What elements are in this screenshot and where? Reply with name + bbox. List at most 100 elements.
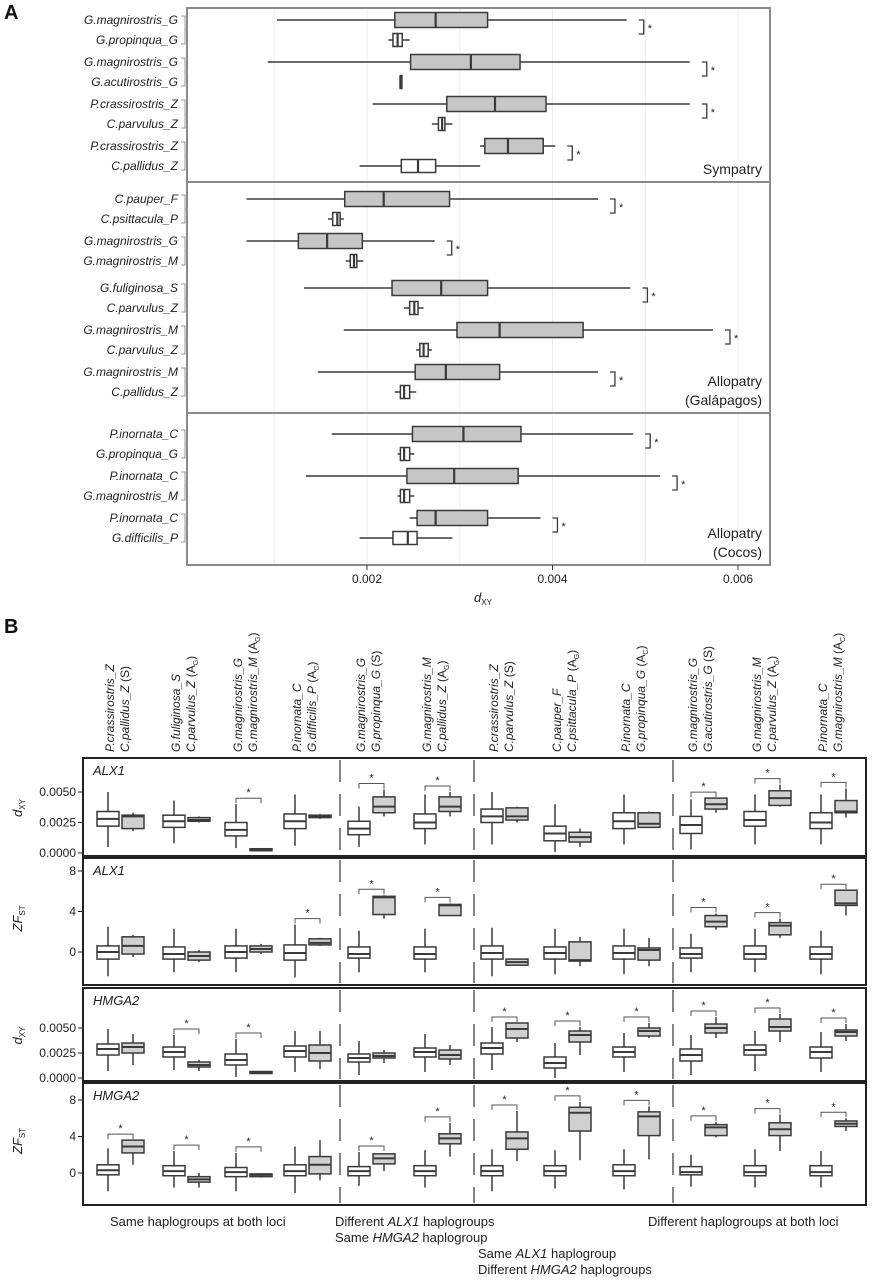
column-label-line2: G.magnirostris_M (AC) bbox=[831, 633, 847, 752]
significance-bracket bbox=[701, 61, 708, 77]
significance-bracket bbox=[235, 1032, 262, 1038]
significance-star: * bbox=[711, 65, 716, 77]
significance-bracket bbox=[554, 1095, 581, 1101]
panel-a-letter: A bbox=[4, 2, 19, 24]
significance-star: * bbox=[734, 333, 739, 345]
significance-bracket bbox=[358, 1145, 385, 1152]
x-tick-label: 0.006 bbox=[723, 572, 753, 586]
group-label-segment: HMGA2 bbox=[373, 1230, 420, 1245]
column-label-line1: G.magnirostris_G bbox=[686, 658, 700, 752]
group-label-segment: Different bbox=[335, 1214, 388, 1229]
column-label-line2: G.difficilis_P (AC) bbox=[305, 662, 321, 752]
group-label-segment: HMGA2 bbox=[531, 1262, 578, 1277]
significance-star: * bbox=[765, 902, 770, 914]
significance-bracket bbox=[690, 1010, 717, 1016]
pair-label-bottom: C.pallidus_Z bbox=[111, 385, 178, 399]
significance-bracket bbox=[491, 1104, 518, 1110]
background-box-box bbox=[743, 945, 767, 960]
gene-label: HMGA2 bbox=[93, 1088, 140, 1103]
y-tick-label: 0.0050 bbox=[39, 1021, 76, 1035]
pair-label-top: G.magnirostris_M bbox=[83, 365, 178, 379]
locus-box-box bbox=[505, 1022, 529, 1039]
background-box-box bbox=[679, 947, 703, 959]
y-axis-label: dXY bbox=[10, 1026, 27, 1045]
significance-star: * bbox=[701, 1000, 706, 1012]
section-label: (Galápagos) bbox=[685, 392, 762, 408]
column-label-line2: C.pallidus_Z (AG) bbox=[435, 661, 451, 753]
gene-label: ALX1 bbox=[92, 863, 125, 878]
significance-star: * bbox=[765, 997, 770, 1009]
group-label: Different HMGA2 haplogroups bbox=[478, 1262, 652, 1277]
significance-star: * bbox=[435, 1106, 440, 1118]
significance-bracket bbox=[235, 797, 262, 804]
pair-label-top: G.magnirostris_M bbox=[83, 323, 178, 337]
pair-bracket bbox=[181, 236, 188, 266]
y-tick-label: 0 bbox=[69, 945, 76, 959]
pair-label-bottom: G.magnirostris_M bbox=[83, 254, 178, 268]
pair-label-bottom: C.parvulus_Z bbox=[107, 301, 179, 315]
significance-star: * bbox=[369, 773, 374, 785]
group-label-segment: Same bbox=[478, 1246, 516, 1261]
group-label-segment: Different haplogroups at both loci bbox=[648, 1214, 839, 1229]
box-top-box bbox=[297, 232, 364, 250]
group-label: Different haplogroups at both loci bbox=[648, 1214, 839, 1229]
group-label-segment: haplogroups bbox=[577, 1262, 653, 1277]
significance-bracket bbox=[173, 1028, 200, 1034]
gene-label: ALX1 bbox=[92, 763, 125, 778]
significance-star: * bbox=[184, 1134, 189, 1146]
y-tick-label: 8 bbox=[69, 864, 76, 878]
box-top-box bbox=[414, 363, 501, 381]
box-bottom-box bbox=[392, 530, 418, 546]
pair-label-top: P.inornata_C bbox=[110, 469, 179, 483]
significance-bracket bbox=[235, 1146, 262, 1152]
pair-bracket bbox=[181, 57, 188, 87]
pair-label-top: C.pauper_F bbox=[115, 192, 179, 206]
gene-label: HMGA2 bbox=[93, 993, 140, 1008]
significance-star: * bbox=[701, 1105, 706, 1117]
significance-star: * bbox=[701, 781, 706, 793]
locus-box-box bbox=[505, 807, 529, 821]
background-box-box bbox=[809, 811, 833, 830]
significance-star: * bbox=[502, 1094, 507, 1106]
y-tick-label: 0.0000 bbox=[39, 1071, 76, 1085]
locus-box-box bbox=[505, 1131, 529, 1151]
pair-label-top: G.fuliginosa_S bbox=[100, 281, 178, 295]
locus-box-box bbox=[438, 903, 462, 917]
significance-bracket bbox=[609, 198, 616, 214]
pair-bracket bbox=[181, 513, 188, 543]
box-top-box bbox=[394, 11, 489, 29]
locus-box-box bbox=[308, 938, 332, 946]
pair-bracket bbox=[181, 283, 188, 313]
column-label-line1: G.magnirostris_M bbox=[750, 657, 764, 752]
column-label-line2: C.pallidus_Z (S) bbox=[118, 666, 132, 752]
pair-bracket bbox=[181, 99, 188, 129]
pair-bracket bbox=[181, 471, 188, 501]
pair-bracket bbox=[181, 141, 188, 171]
significance-bracket bbox=[358, 783, 385, 789]
significance-star: * bbox=[435, 775, 440, 787]
column-label-line1: P.crassirostris_Z bbox=[487, 664, 501, 752]
significance-star: * bbox=[565, 1010, 570, 1022]
box-top-box bbox=[484, 137, 544, 155]
pair-label-top: G.magnirostris_G bbox=[84, 55, 178, 69]
column-label-line2: G.propinqua_G (AC) bbox=[634, 646, 650, 752]
significance-bracket bbox=[623, 1016, 650, 1022]
locus-box-box bbox=[438, 796, 462, 813]
column-label-line1: C.pauper_F bbox=[550, 688, 564, 752]
pair-label-top: P.inornata_C bbox=[110, 511, 179, 525]
locus-box-box bbox=[637, 1111, 661, 1137]
locus-box-box bbox=[834, 799, 858, 814]
significance-star: * bbox=[831, 1101, 836, 1113]
significance-star: * bbox=[184, 1018, 189, 1030]
significance-bracket bbox=[672, 475, 678, 491]
column-label-line2: C.parvulus_Z (AG) bbox=[765, 656, 781, 752]
background-box-box bbox=[809, 946, 833, 960]
pair-bracket bbox=[181, 429, 188, 459]
significance-bracket bbox=[554, 1020, 581, 1026]
significance-star: * bbox=[701, 897, 706, 909]
section-label: Sympatry bbox=[703, 161, 762, 177]
significance-star: * bbox=[619, 375, 624, 387]
group-label: Different ALX1 haplogroups bbox=[335, 1214, 495, 1229]
significance-bracket bbox=[645, 433, 651, 449]
